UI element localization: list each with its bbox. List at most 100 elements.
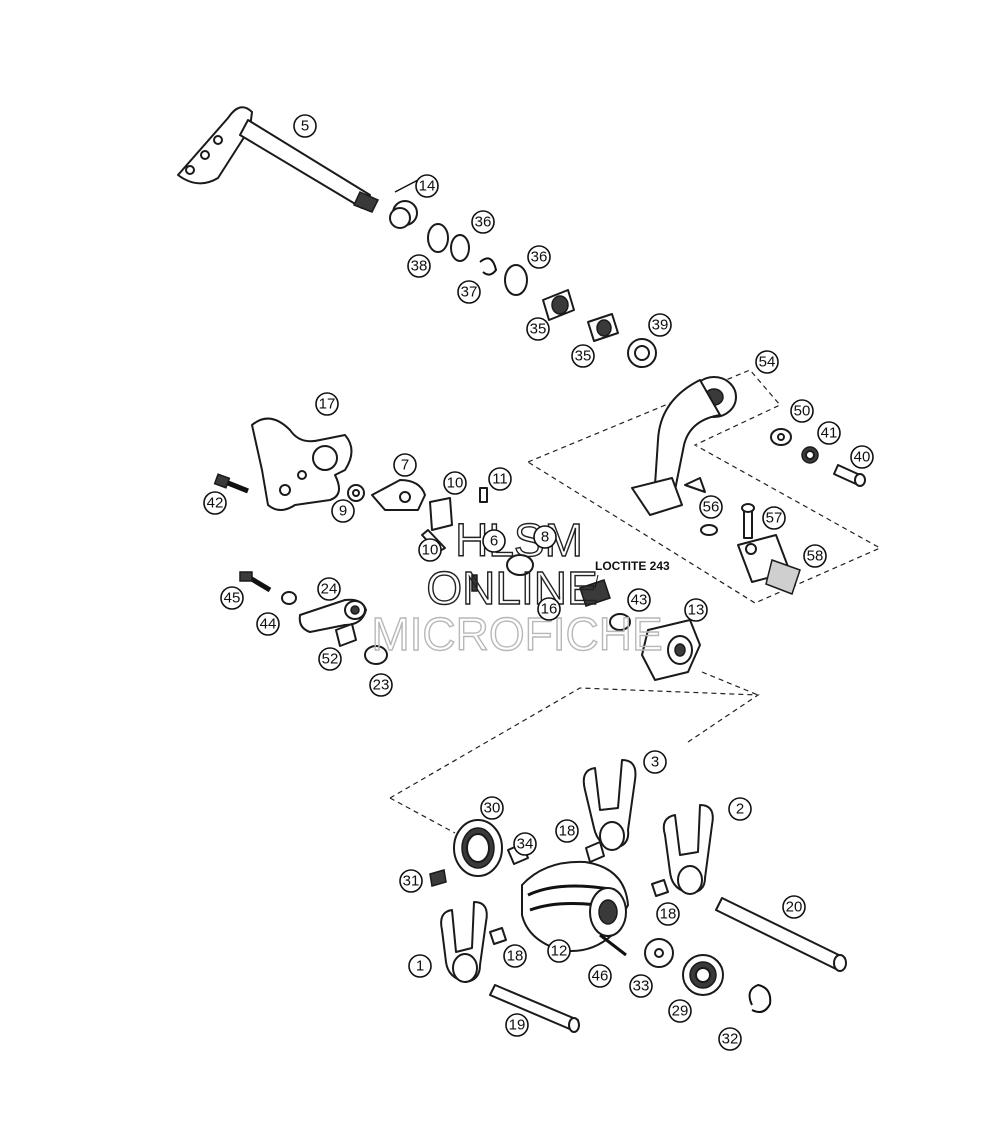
watermark-line-2: ONLINE [426,562,597,614]
callout-11a: 11 [488,467,512,491]
callout-18c: 18 [503,944,527,968]
svg-text:16: 16 [541,601,558,618]
callout-56: 56 [699,495,723,519]
svg-text:43: 43 [631,592,648,609]
svg-text:44: 44 [260,616,277,633]
needle-bearings [542,289,657,368]
svg-text:33: 33 [633,978,650,995]
shift-star [609,613,701,681]
washers-upper [427,223,528,296]
svg-text:58: 58 [807,548,824,565]
callout-36b: 36 [527,245,551,269]
callout-29: 29 [668,999,692,1023]
svg-text:31: 31 [403,873,420,890]
pedal-tip-hardware [700,503,801,595]
callout-38: 38 [407,254,431,278]
callout-18b: 18 [656,902,680,926]
svg-text:5: 5 [301,118,309,135]
callout-24: 24 [317,577,341,601]
callout-13: 13 [684,598,708,622]
svg-text:32: 32 [722,1031,739,1048]
svg-text:2: 2 [736,801,744,818]
callout-14: 14 [415,174,439,198]
callout-45: 45 [220,586,244,610]
screw-42 [213,473,249,494]
pedal-hardware [770,428,866,487]
svg-text:11: 11 [492,471,508,488]
spring-14 [389,179,419,229]
svg-text:17: 17 [319,396,336,413]
shift-drum-boundary [389,687,760,799]
callout-31: 31 [399,869,423,893]
shift-forks [440,759,714,983]
callout-36a: 36 [471,210,495,234]
svg-text:40: 40 [854,449,871,466]
svg-text:50: 50 [794,403,811,420]
callout-57: 57 [762,506,786,530]
callout-9: 9 [331,499,355,523]
shift-mechanism-parts [347,479,426,511]
watermark-line-3: MICROFICHE [371,608,662,660]
svg-text:54: 54 [759,354,776,371]
drum-bearing-30 [429,819,605,887]
callout-12: 12 [547,939,571,963]
watermark-line-1: HLSM [455,514,583,566]
svg-text:18: 18 [660,906,677,923]
callout-5: 5 [293,114,317,138]
svg-text:1: 1 [416,958,424,975]
callout-10b: 10 [418,538,442,562]
callout-50: 50 [790,399,814,423]
svg-text:9: 9 [339,503,347,520]
svg-text:38: 38 [411,258,428,275]
shift-drum [521,860,629,952]
svg-text:52: 52 [322,651,339,668]
boundary-link-line-2 [701,671,759,696]
callout-58: 58 [803,544,827,568]
svg-text:14: 14 [419,178,436,195]
pedal-assembly-boundary [526,369,882,604]
svg-text:36: 36 [475,214,492,231]
callout-7: 7 [393,453,417,477]
svg-text:10: 10 [447,475,464,492]
callout-54: 54 [755,350,779,374]
callout-40: 40 [850,445,874,469]
svg-text:36: 36 [531,249,548,266]
svg-text:41: 41 [821,425,838,442]
fork-shafts [489,897,847,1033]
callout-17: 17 [315,392,339,416]
bracket-plate [251,417,353,511]
callout-42: 42 [203,491,227,515]
callout-41: 41 [817,421,841,445]
fork-pins [489,879,669,945]
callout-23: 23 [369,673,393,697]
callout-30: 30 [480,796,504,820]
svg-text:57: 57 [766,510,783,527]
callout-35a: 35 [526,317,550,341]
callout-32: 32 [718,1027,742,1051]
svg-text:6: 6 [490,533,498,550]
callout-46: 46 [588,964,612,988]
watermark: HLSM ONLINE MICROFICHE [371,513,664,660]
assembly-boundaries [389,369,882,834]
svg-text:10: 10 [422,542,439,559]
svg-text:42: 42 [207,495,224,512]
svg-text:3: 3 [651,754,659,771]
svg-text:18: 18 [507,948,524,965]
shift-pedal [631,376,737,516]
callout-34: 34 [513,832,537,856]
callout-44: 44 [256,612,280,636]
svg-text:37: 37 [461,284,478,301]
lever-assembly-left [239,571,388,665]
callout-6: 6 [482,529,506,553]
callout-35b: 35 [571,344,595,368]
callout-8: 8 [533,525,557,549]
svg-text:56: 56 [703,499,720,516]
callout-1: 1 [408,954,432,978]
svg-text:30: 30 [484,800,501,817]
loctite-note: LOCTITE 243 [595,559,670,573]
svg-text:34: 34 [517,836,534,853]
svg-text:46: 46 [592,968,609,985]
svg-text:13: 13 [688,602,705,619]
callout-52: 52 [318,647,342,671]
